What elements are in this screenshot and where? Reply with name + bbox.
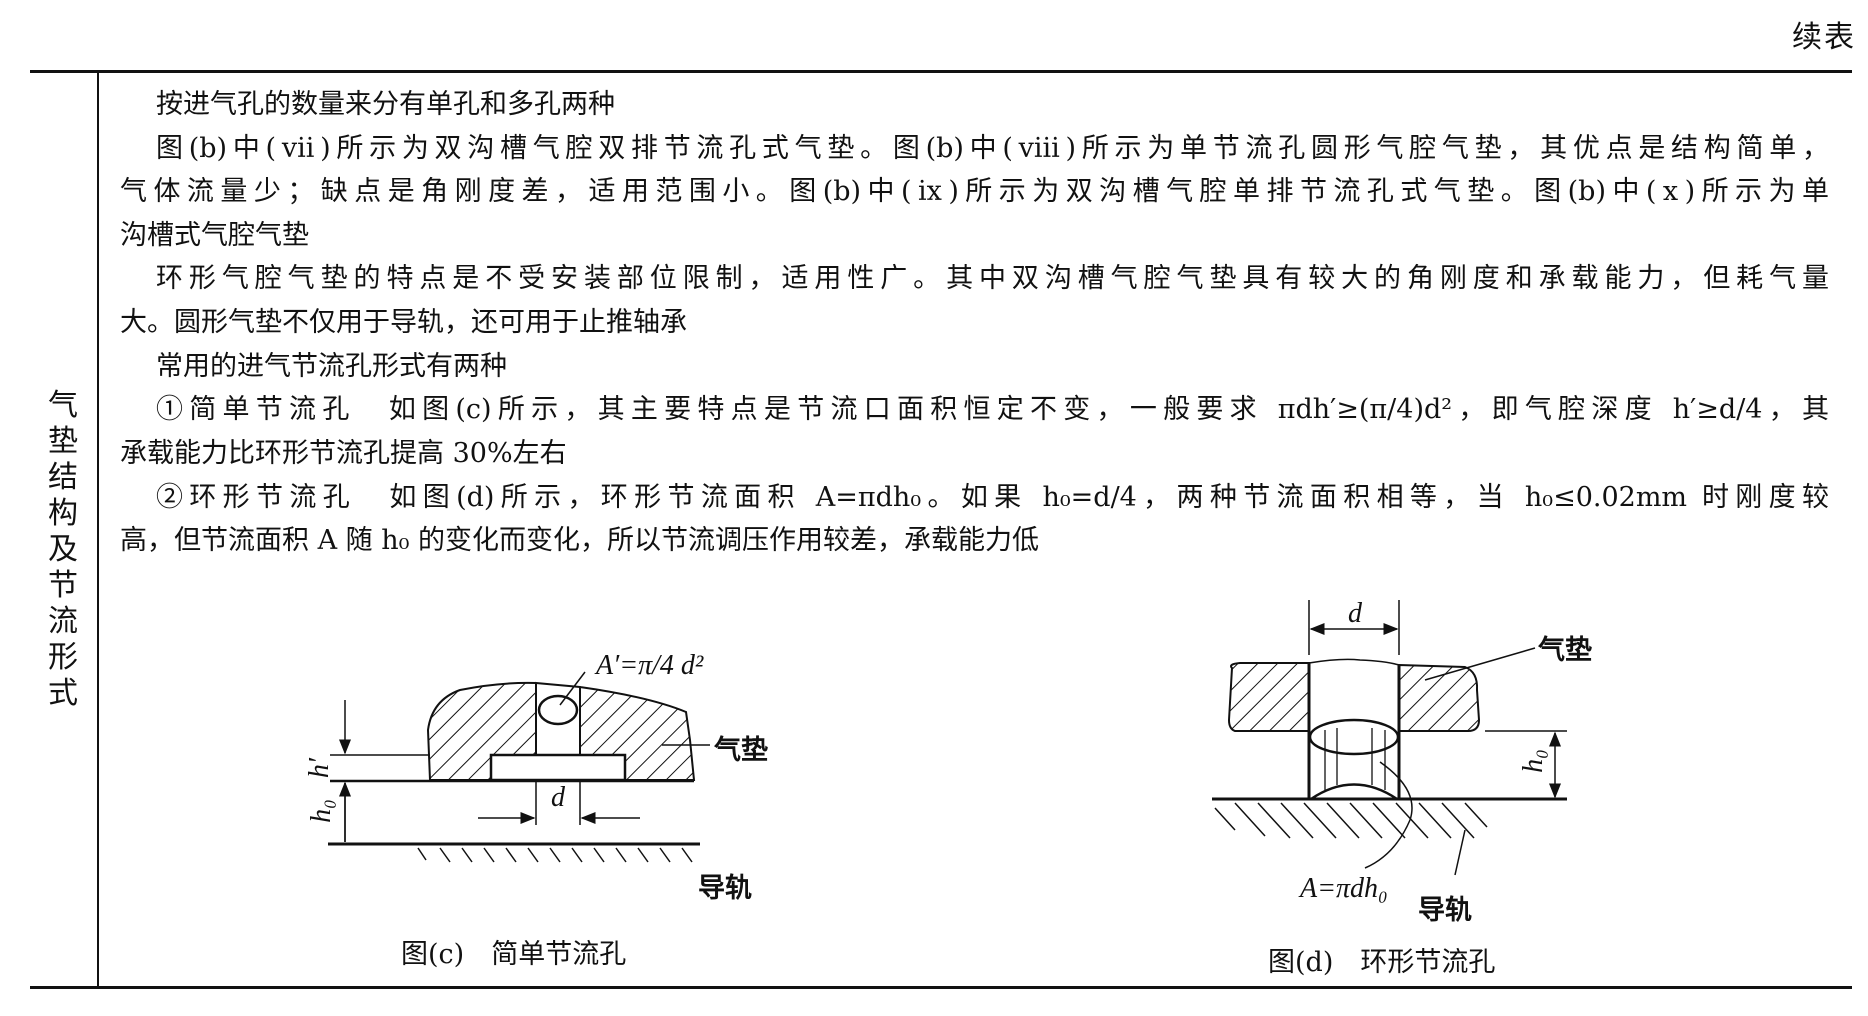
figure-c-rail-label: 导轨 (698, 873, 752, 904)
figure-c-dim-h0: h₀ (305, 799, 337, 823)
figure-c-caption: 图(c) 简单节流孔 (401, 939, 627, 970)
row-label: 气垫结构及节流形式 (48, 388, 78, 711)
air-pad-right (1398, 663, 1481, 732)
figure-c-dim-h-prime: h′ (304, 757, 336, 779)
paragraph-line: 大。圆形气垫不仅用于导轨，还可用于止推轴承 (120, 307, 687, 338)
table-top-rule (30, 70, 1852, 73)
orifice-hole (537, 694, 579, 726)
figure-d-caption: 图(d) 环形节流孔 (1268, 947, 1496, 978)
figure-c-area-formula: A′=π/4 d² (596, 650, 704, 681)
figure-d-dim-h0: h₀ (1517, 749, 1549, 773)
figure-d-rail-label: 导轨 (1418, 895, 1472, 926)
figure-c-pad-label: 气垫 (714, 735, 768, 766)
paragraph-line: ②环形节流孔 如图(d)所示，环形节流面积 A=πdh₀。如果 h₀=d/4，两… (156, 482, 1829, 513)
figure-d-area-formula: A=πdh₀ (1300, 873, 1388, 904)
table-column-divider (97, 72, 99, 989)
paragraph-line: 图(b)中(ⅶ)所示为双沟槽气腔双排节流孔式气垫。图(b)中(ⅷ)所示为单节流孔… (156, 133, 1829, 164)
paragraph-line: 气体流量少；缺点是角刚度差，适用范围小。图(b)中(ⅸ)所示为双沟槽气腔单排节流… (120, 176, 1829, 207)
paragraph-line: ①简单节流孔 如图(c)所示，其主要特点是节流口面积恒定不变，一般要求 πdh′… (156, 394, 1829, 425)
annular-gap-top (1308, 718, 1400, 756)
paragraph-line: 按进气孔的数量来分有单孔和多孔两种 (156, 89, 615, 120)
air-pad-left (1227, 662, 1310, 732)
air-cavity (489, 753, 627, 782)
paragraph-line: 常用的进气节流孔形式有两种 (156, 351, 507, 382)
figure-c-dim-d: d (551, 782, 565, 813)
paragraph-line: 沟槽式气腔气垫 (120, 220, 309, 251)
paragraph-line: 承载能力比环形节流孔提高 30%左右 (120, 438, 567, 469)
figure-d-pad-label: 气垫 (1538, 635, 1592, 666)
figure-d-dim-d: d (1348, 598, 1362, 629)
table-bottom-rule (30, 986, 1852, 989)
figure-d-annular-orifice (1212, 600, 1567, 876)
paragraph-line: 高，但节流面积 A 随 h₀ 的变化而变化，所以节流调压作用较差，承载能力低 (120, 525, 1040, 556)
continued-table-label: 续表 (1792, 20, 1856, 55)
paragraph-line: 环形气腔气垫的特点是不受安装部位限制，适用性广。其中双沟槽气腔气垫具有较大的角刚… (156, 263, 1829, 294)
figure-c-simple-orifice (328, 671, 710, 863)
